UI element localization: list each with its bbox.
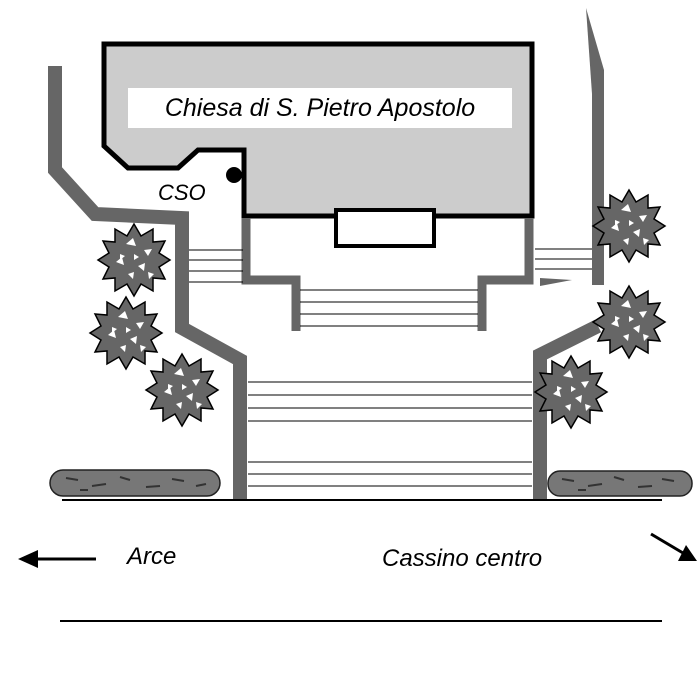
cassino-centro-direction-label: Cassino centro: [382, 545, 543, 572]
left-hedge: [49, 469, 221, 497]
upper-terrace-wall-right: [477, 218, 534, 331]
upper-central-steps: [300, 289, 478, 327]
church-entrance: [334, 208, 436, 248]
cso-label: CSO: [158, 180, 206, 205]
bush-icon: [97, 223, 171, 297]
bush-icon: [592, 285, 666, 359]
arrow-left-icon: [18, 550, 96, 568]
right-wall-end: [540, 278, 572, 286]
bush-icon: [145, 353, 219, 427]
right-hedge: [547, 470, 693, 497]
bush-icon: [89, 296, 163, 370]
arce-direction-label: Arce: [127, 543, 177, 570]
right-lower-wall: [533, 319, 602, 500]
church-name-label: Chiesa di S. Pietro Apostolo: [128, 88, 512, 128]
left-boundary-wall: [48, 66, 247, 500]
left-side-steps: [189, 249, 243, 283]
church-building: [101, 41, 535, 219]
right-side-steps: [535, 248, 592, 270]
cso-marker-dot: [226, 167, 242, 183]
upper-terrace-wall-left: [241, 218, 301, 331]
arrow-down-right-icon: [650, 532, 697, 561]
main-staircase: [248, 381, 532, 487]
right-tower-wall: [586, 8, 604, 94]
